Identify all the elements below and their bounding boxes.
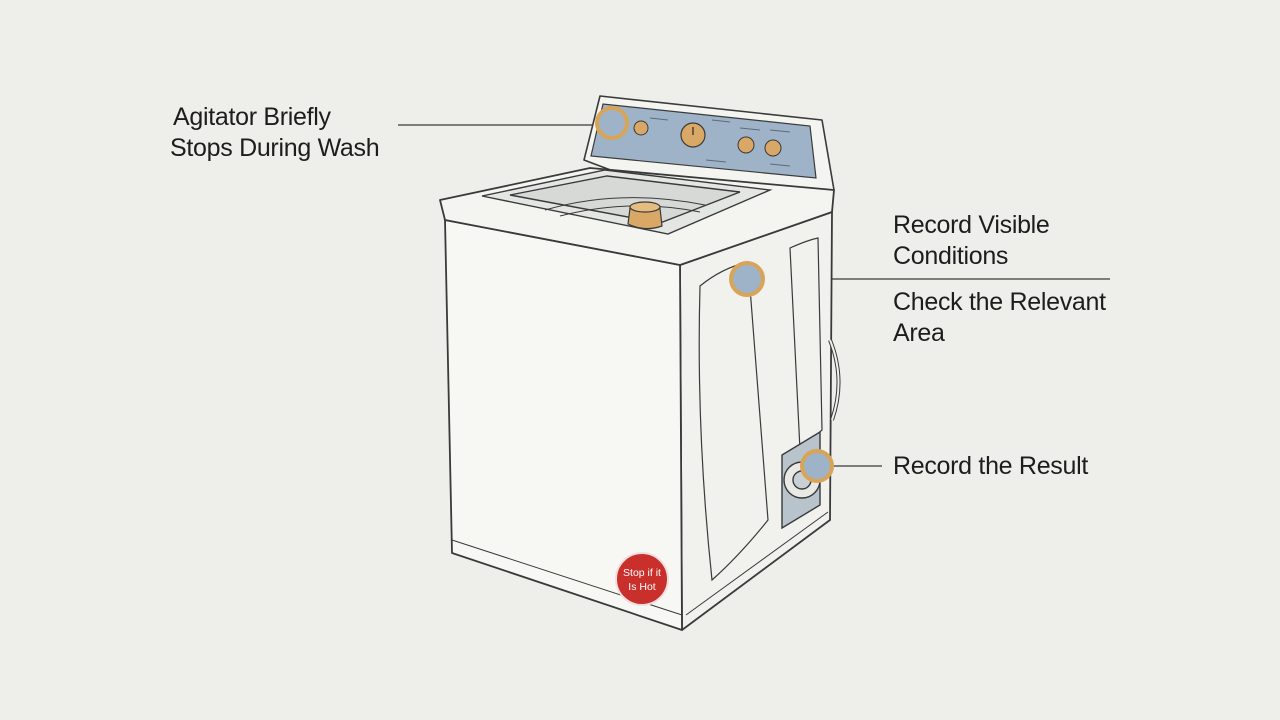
callout-check-area-line-1: Check the Relevant — [893, 288, 1106, 316]
badge-line-1: Stop if it — [623, 567, 661, 579]
knob-small-icon — [633, 120, 649, 136]
agitator-icon — [627, 201, 663, 230]
callout-record-result-line: Record the Result — [893, 452, 1088, 480]
callout-record-visible-line-2: Conditions — [893, 242, 1009, 270]
highlight-markers — [595, 106, 834, 483]
marker-agitator-icon — [595, 106, 629, 140]
callout-check-area-line-2: Area — [893, 319, 945, 347]
callout-agitator: Agitator Briefly Stops During Wash — [170, 102, 380, 164]
callout-check-area: Check the Relevant Area — [893, 287, 1106, 349]
callout-record-result: Record the Result — [893, 451, 1088, 482]
marker-drain-icon — [800, 449, 834, 483]
wash-tub — [481, 169, 773, 235]
knob-small-icon — [764, 139, 782, 157]
badge-line-2: Is Hot — [628, 581, 656, 593]
callout-agitator-line-2: Stops During Wash — [170, 134, 380, 162]
warning-badge: Stop if it Is Hot — [615, 552, 669, 606]
marker-side-panel-icon — [729, 261, 765, 297]
callout-record-visible-line-1: Record Visible — [893, 211, 1050, 239]
knob-small-icon — [737, 136, 755, 154]
callout-record-visible: Record Visible Conditions — [893, 210, 1050, 272]
callout-agitator-line-1: Agitator Briefly — [173, 103, 331, 131]
